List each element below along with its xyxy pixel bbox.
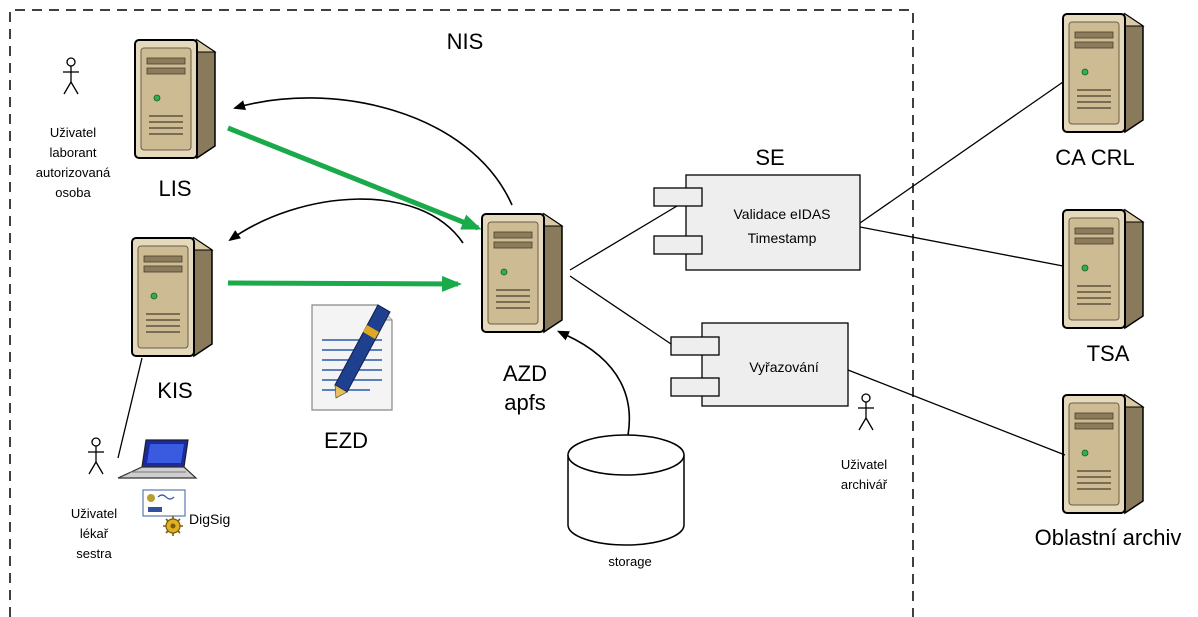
- vyrazovani-component: [670, 322, 849, 407]
- tsa-label: TSA: [1087, 341, 1130, 366]
- line-azd-se: [569, 202, 683, 271]
- ezd-document-icon: [311, 304, 393, 411]
- lekar-line2: lékař: [80, 526, 109, 541]
- ca-label: CA CRL: [1055, 145, 1134, 170]
- laborant-line4: osoba: [55, 185, 91, 200]
- azd-label: AZD: [503, 361, 547, 386]
- ezd-label: EZD: [324, 428, 368, 453]
- vyrazovani-label: Vyřazování: [749, 359, 819, 375]
- archivar-actor-icon: [857, 393, 875, 431]
- nis-boundary: [9, 9, 914, 617]
- line-vyrazovani-archive: [847, 369, 1066, 456]
- line-se-tsa: [859, 226, 1064, 267]
- lis-label: LIS: [158, 176, 191, 201]
- laptop-icon: [117, 439, 198, 479]
- archive-server-icon: [1062, 394, 1144, 514]
- digsig-label: DigSig: [189, 511, 230, 527]
- laborant-line1: Uživatel: [50, 125, 96, 140]
- se-label: SE: [755, 145, 784, 170]
- lekar-line3: sestra: [76, 546, 112, 561]
- kis-server-icon: [131, 237, 213, 357]
- storage-label: storage: [608, 554, 651, 569]
- lis-server-icon: [134, 39, 216, 159]
- ca-server-icon: [1062, 13, 1144, 133]
- nis-label: NIS: [447, 29, 484, 54]
- se-validace-text: Validace eIDAS: [733, 206, 830, 222]
- azd-server-icon: [481, 213, 563, 333]
- kis-label: KIS: [157, 378, 192, 403]
- digsig-icon: [142, 489, 186, 536]
- tsa-server-icon: [1062, 209, 1144, 329]
- laborant-line2: laborant: [50, 145, 97, 160]
- archivar-line2: archivář: [841, 477, 888, 492]
- laborant-actor-icon: [62, 57, 80, 95]
- arrow-azd-to-lis: [233, 97, 513, 206]
- arrow-azd-to-kis: [228, 198, 464, 244]
- green-arrow-kis-to-azd: [227, 275, 462, 292]
- archive-label: Oblastní archiv: [1035, 525, 1182, 550]
- lekar-line1: Uživatel: [71, 506, 117, 521]
- se-component: [653, 174, 861, 271]
- se-timestamp-text: Timestamp: [748, 230, 817, 246]
- storage-cylinder-icon: [567, 434, 685, 546]
- line-azd-vyrazovani: [569, 275, 675, 347]
- green-arrow-lis-to-azd: [227, 125, 482, 231]
- line-kis-laptop: [117, 357, 143, 459]
- lekar-actor-icon: [87, 437, 105, 475]
- apfs-label: apfs: [504, 390, 546, 415]
- laborant-line3: autorizovaná: [36, 165, 111, 180]
- line-se-ca: [859, 81, 1064, 224]
- archivar-line1: Uživatel: [841, 457, 887, 472]
